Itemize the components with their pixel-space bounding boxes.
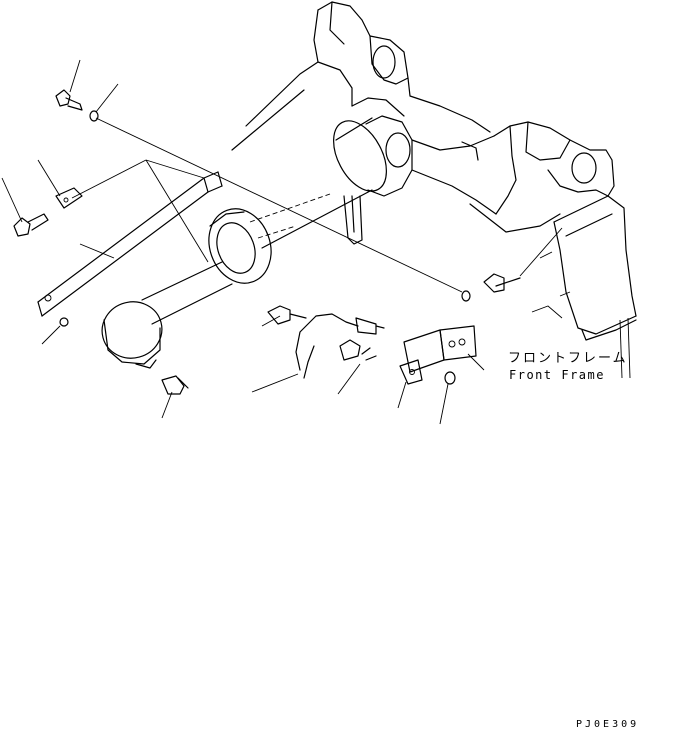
washer-top-left bbox=[89, 110, 99, 122]
small-plate bbox=[399, 359, 423, 385]
bolt-left bbox=[13, 213, 49, 237]
washer-right bbox=[461, 290, 471, 302]
mounting-bracket bbox=[403, 325, 477, 373]
rail-bar bbox=[37, 171, 223, 317]
steering-cylinder bbox=[101, 117, 387, 369]
washer-lower-left bbox=[59, 317, 69, 327]
proximity-sensor bbox=[295, 313, 385, 379]
bolt-rod-end bbox=[161, 375, 189, 395]
bolt-right bbox=[483, 273, 521, 293]
front-frame-label-en: Front Frame bbox=[509, 368, 605, 382]
bolt-sensor bbox=[267, 305, 307, 325]
bolt-top-left bbox=[55, 89, 83, 111]
clip bbox=[55, 187, 83, 209]
front-frame-label-jp: フロントフレーム bbox=[508, 351, 628, 366]
leader-lines bbox=[1, 59, 563, 425]
drawing-code: PJ0E309 bbox=[576, 719, 640, 730]
nut bbox=[444, 371, 456, 385]
front-frame bbox=[231, 1, 637, 379]
